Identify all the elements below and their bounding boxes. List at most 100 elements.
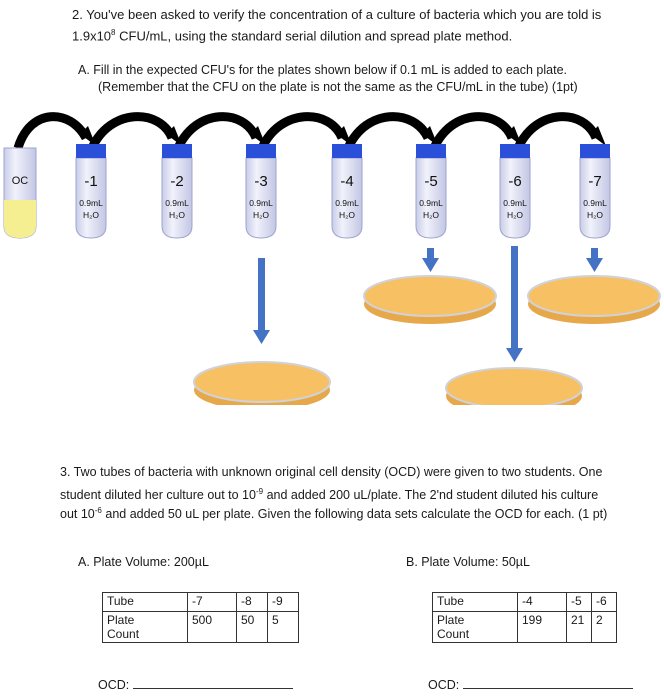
table-cell: 500 <box>187 611 237 643</box>
q2-line1: 2. You've been asked to verify the conce… <box>72 7 602 22</box>
tube-solvent-label: H₂O <box>253 210 269 220</box>
q2-partA-line2: (Remember that the CFU on the plate is n… <box>98 80 578 94</box>
tube-dilution-label: -7 <box>588 173 601 190</box>
tableA-heading: A. Plate Volume: 200µL <box>78 555 209 569</box>
q3-line2-pre: student diluted her culture out to 10 <box>60 488 256 503</box>
transfer-arrow <box>343 112 433 151</box>
transfer-arrow <box>513 112 601 151</box>
table-cell: Tube <box>432 592 518 612</box>
tube-solvent-label: H₂O <box>507 210 523 220</box>
tube-solvent-label: H₂O <box>169 210 185 220</box>
dilution-tube: -6 0.9mL H₂O <box>499 144 531 239</box>
table-cell: -4 <box>517 592 567 612</box>
transfer-arrow <box>173 112 261 151</box>
table-row: Tube -4 -5 -6 <box>432 592 617 612</box>
ocd-label: OCD: <box>98 678 130 692</box>
tube-cap <box>580 144 610 158</box>
petri-plate <box>363 275 497 324</box>
table-cell: 5 <box>267 611 299 643</box>
tube-solvent-label: H₂O <box>423 210 439 220</box>
q3-line3-sup: -6 <box>94 506 102 515</box>
tube-dilution-label: -5 <box>424 173 437 190</box>
q2-line2-pre: 1.9x10 <box>72 28 112 44</box>
q3-line2-sup: -9 <box>255 487 264 496</box>
q3-line3-pre: out 10 <box>60 507 95 522</box>
table-cell: -7 <box>187 592 237 612</box>
q2-partA-line1: A. Fill in the expected CFU's for the pl… <box>78 63 567 77</box>
tube-cap <box>332 144 362 158</box>
oc-tube: OC <box>3 147 37 239</box>
q2-line2-post: CFU/mL, using the standard serial diluti… <box>115 28 513 44</box>
ocd-answer-line[interactable] <box>132 676 293 689</box>
table-cell: -6 <box>591 592 617 612</box>
q3-line2: student diluted her culture out to 10-9 … <box>60 483 598 504</box>
tube-cap <box>76 144 106 158</box>
table-cell: 21 <box>566 611 592 643</box>
petri-plates <box>193 275 661 405</box>
dilution-tube: -4 0.9mL H₂O <box>331 144 363 239</box>
ocd-label: OCD: <box>428 678 460 692</box>
plating-arrows <box>253 246 603 362</box>
q3-line1: 3. Two tubes of bacteria with unknown or… <box>60 465 603 479</box>
tube-solvent-label: H₂O <box>339 210 355 220</box>
transfer-arrow <box>429 112 517 151</box>
serial-dilution-diagram: OC -1 0.9mL H₂O -2 0.9mL H₂O -3 0.9mL H₂… <box>3 112 661 405</box>
petri-plate <box>193 361 331 405</box>
table-cell: -9 <box>267 592 299 612</box>
dilution-tube: -3 0.9mL H₂O <box>245 144 277 239</box>
tube-dilution-label: -6 <box>508 173 521 190</box>
tube-cap <box>416 144 446 158</box>
tube-cap <box>162 144 192 158</box>
row-label-count: Count <box>107 627 140 641</box>
tube-volume-label: 0.9mL <box>335 198 359 208</box>
dilution-tube: -1 0.9mL H₂O <box>75 144 107 239</box>
q2-line2-sup: 8 <box>111 28 116 37</box>
tube-volume-label: 0.9mL <box>583 198 607 208</box>
tube-volume-label: 0.9mL <box>249 198 273 208</box>
tube-cap <box>500 144 530 158</box>
table-cell: -5 <box>566 592 592 612</box>
petri-plate <box>445 367 583 405</box>
tube-dilution-label: -2 <box>170 173 183 190</box>
tube-cap <box>246 144 276 158</box>
tube-dilution-label: -3 <box>254 173 267 190</box>
oc-label: OC <box>12 175 29 187</box>
tube-dilution-label: -1 <box>84 173 97 190</box>
ocd-answer-line[interactable] <box>462 676 633 689</box>
tableB-ocd: OCD: <box>428 676 633 694</box>
tableA-ocd: OCD: <box>98 676 293 694</box>
table-cell: Tube <box>102 592 188 612</box>
table-cell: 50 <box>236 611 268 643</box>
tube-volume-label: 0.9mL <box>503 198 527 208</box>
q3-line3: out 10-6 and added 50 uL per plate. Give… <box>60 502 607 523</box>
table-cell: 2 <box>591 611 617 643</box>
dilution-tube: -7 0.9mL H₂O <box>579 144 611 239</box>
tube-volume-label: 0.9mL <box>165 198 189 208</box>
q3-line2-post: and added 200 uL/plate. The 2'nd student… <box>263 488 599 503</box>
table-row: Tube -7 -8 -9 <box>102 592 299 612</box>
dilution-tubes: -1 0.9mL H₂O -2 0.9mL H₂O -3 0.9mL H₂O -… <box>75 144 611 239</box>
tube-dilution-label: -4 <box>340 173 353 190</box>
row-label-plate: Plate <box>107 613 135 627</box>
plating-arrow <box>258 258 265 332</box>
plating-arrow <box>591 248 598 260</box>
table-cell: 199 <box>517 611 567 643</box>
transfer-arrow <box>87 112 177 151</box>
tube-volume-label: 0.9mL <box>419 198 443 208</box>
tableB-heading: B. Plate Volume: 50µL <box>406 555 530 569</box>
q2-line2: 1.9x108 CFU/mL, using the standard seria… <box>72 24 512 45</box>
transfer-arrows <box>13 112 606 151</box>
tube-solvent-label: H₂O <box>587 210 603 220</box>
q3-line3-post: and added 50 uL per plate. Given the fol… <box>101 507 608 522</box>
row-label-plate: Plate <box>437 613 465 627</box>
dilution-tube: -5 0.9mL H₂O <box>415 144 447 239</box>
tube-volume-label: 0.9mL <box>79 198 103 208</box>
plating-arrow <box>427 248 434 260</box>
row-label-count: Count <box>437 627 470 641</box>
tube-solvent-label: H₂O <box>83 210 99 220</box>
